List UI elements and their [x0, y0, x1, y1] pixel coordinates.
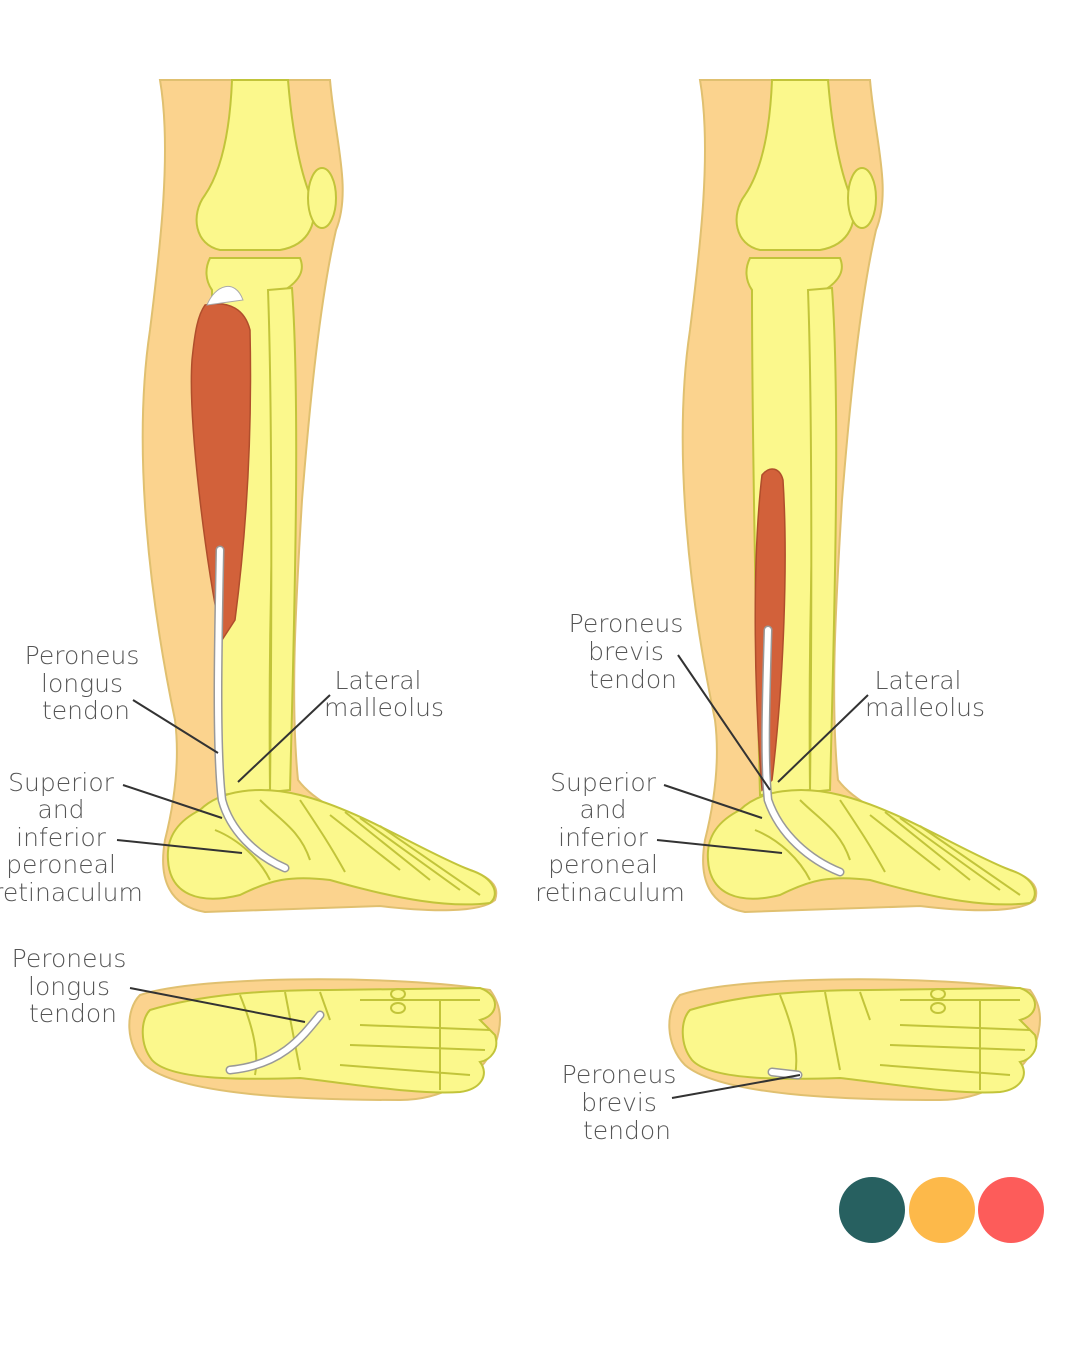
peroneus-longus-muscle	[190, 303, 252, 642]
label-retinaculum-left: Superior and inferior peroneal retinacul…	[0, 768, 143, 907]
label-sole-peroneus-longus: Peroneus longus tendon	[12, 944, 135, 1028]
left-sole-illustration	[128, 978, 501, 1101]
label-lateral-malleolus-right: Lateral malleolus	[865, 666, 985, 722]
label-lateral-malleolus-left: Lateral malleolus	[324, 666, 444, 722]
label-sole-peroneus-brevis: Peroneus brevis tendon	[562, 1060, 685, 1145]
leader-lines	[116, 654, 869, 1099]
peroneus-longus-tendon	[215, 547, 288, 871]
right-leg-illustration	[681, 79, 1038, 913]
label-peroneus-brevis-tendon: Peroneus brevis tendon	[569, 609, 692, 694]
label-peroneus-longus-tendon: Peroneus longus tendon	[25, 641, 148, 725]
peroneus-brevis-tendon	[762, 627, 843, 875]
teal-dot	[839, 1177, 905, 1243]
red-dot	[978, 1177, 1044, 1243]
yellow-dot	[909, 1177, 975, 1243]
left-leg-illustration	[141, 79, 498, 913]
label-retinaculum-right: Superior and inferior peroneal retinacul…	[535, 768, 685, 907]
right-sole-illustration	[668, 978, 1041, 1101]
